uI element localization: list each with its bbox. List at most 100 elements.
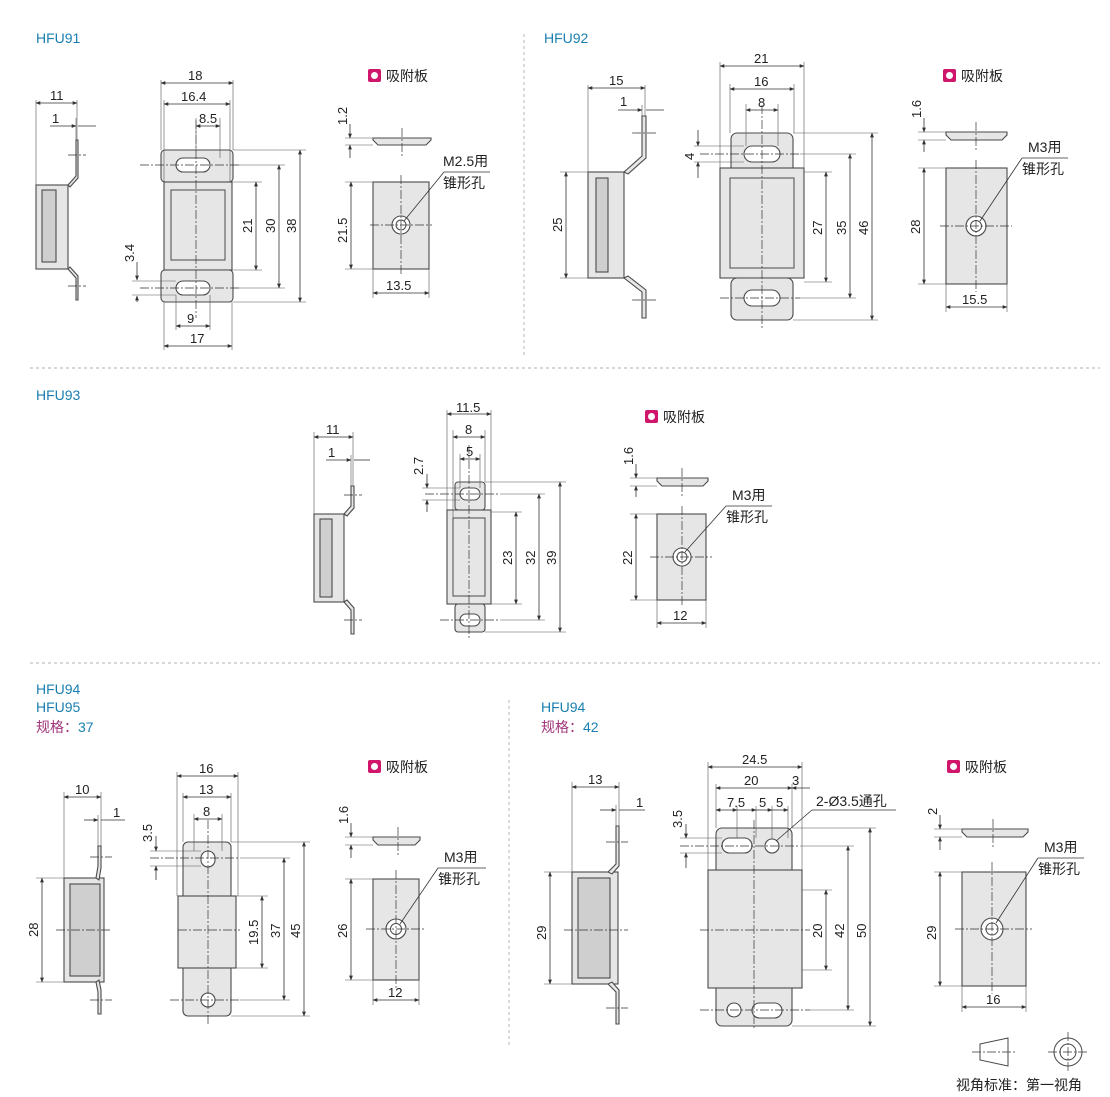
dim-text: 1 [620, 94, 627, 109]
front-view: 16 13 8 3.5 19.5 37 45 [140, 761, 310, 1024]
spec-value: 42 [583, 719, 599, 735]
dim-text: 15 [609, 73, 623, 88]
dim-text: 24.5 [742, 752, 767, 767]
section-hfu93: HFU93 11 1 [36, 387, 772, 640]
plate-view: 吸附板 1.2 M2.5用 锥形孔 21.5 13.5 [335, 68, 490, 298]
dim-text: 29 [534, 926, 549, 940]
dim-text: 28 [26, 923, 41, 937]
model-label: HFU93 [36, 387, 81, 403]
dim-text: 1 [52, 111, 59, 126]
dim-text: 16.4 [181, 89, 206, 104]
spec-line: 规格：42 [541, 719, 599, 735]
front-view: 24.5 20 3 7.5 5 5 2-Ø3.5通孔 3.5 [670, 752, 896, 1030]
dim-text: 18 [188, 68, 202, 83]
side-view: 13 1 29 [534, 772, 645, 1025]
dim-text: 3.5 [670, 810, 685, 828]
side-view: 10 1 28 [26, 782, 125, 1015]
hole-label: M2.5用 [443, 153, 488, 169]
dim-text: 13 [588, 772, 602, 787]
dim-text: 3.4 [122, 244, 137, 262]
dim-text: 2.7 [411, 457, 426, 475]
dim-text: 2 [925, 808, 940, 815]
dim-text: 5 [759, 795, 766, 810]
dim-text: 10 [75, 782, 89, 797]
plate-marker-dot [946, 72, 953, 79]
dim-text: 21 [754, 51, 768, 66]
dim-text: 8.5 [199, 111, 217, 126]
plate-marker-dot [950, 763, 957, 770]
section-hfu92: HFU92 15 1 25 [544, 30, 1068, 330]
plate-label: 吸附板 [961, 68, 1003, 84]
dim-text: 11 [50, 88, 64, 103]
dim-text: 8 [203, 804, 210, 819]
dim-text: 27 [810, 221, 825, 235]
front-view: 21 16 8 4 27 35 46 [682, 51, 878, 330]
dim-text: 20 [744, 773, 758, 788]
dim-text: 3 [792, 773, 799, 788]
spec-label: 规格： [541, 719, 583, 735]
model-label: HFU92 [544, 30, 589, 46]
dim-text: 4 [682, 153, 697, 160]
dim-text: 7.5 [727, 795, 745, 810]
section-hfu94-hfu95: HFU94 HFU95 规格：37 10 1 28 [26, 681, 486, 1024]
dim-text: 29 [924, 926, 939, 940]
dim-text: 46 [856, 221, 871, 235]
spec-value: 37 [78, 719, 94, 735]
dim-text: 13 [199, 782, 213, 797]
plate-view: 吸附板 1.6 M3用 锥形孔 22 12 [620, 409, 772, 628]
dim-text: 16 [986, 992, 1000, 1007]
plate-marker-dot [371, 763, 378, 770]
plate-view: 吸附板 1.6 M3用 锥形孔 26 12 [335, 759, 486, 1005]
dim-text: 1 [113, 805, 120, 820]
dim-text: 16 [199, 761, 213, 776]
dim-text: 17 [190, 331, 204, 346]
dim-text: 1 [636, 795, 643, 810]
dim-text: 42 [832, 924, 847, 938]
dim-text: 1.6 [909, 100, 924, 118]
dim-text: 37 [268, 924, 283, 938]
model-label: HFU94 [541, 699, 586, 715]
dim-text: 11 [326, 422, 340, 437]
spec-line: 规格：37 [36, 719, 94, 735]
dim-text: 23 [500, 551, 515, 565]
dim-text: 3.5 [140, 824, 155, 842]
spec-label: 规格： [36, 719, 78, 735]
plate-label: 吸附板 [663, 409, 705, 425]
dim-text: 16 [754, 74, 768, 89]
dim-text: 9 [187, 311, 194, 326]
dim-text: 1.6 [336, 806, 351, 824]
dim-text: 25 [550, 218, 565, 232]
dim-text: 21.5 [335, 218, 350, 243]
dim-text: 19.5 [246, 920, 261, 945]
dim-text: 30 [263, 219, 278, 233]
dim-text: 35 [834, 221, 849, 235]
dim-text: 21 [240, 219, 255, 233]
front-view: 11.5 8 5 2.7 23 32 39 [411, 400, 566, 640]
dim-text: 1 [328, 445, 335, 460]
hole-label: 锥形孔 [726, 509, 768, 525]
hole-label: 锥形孔 [1022, 161, 1064, 177]
dim-text: 1.6 [621, 447, 636, 465]
dim-text: 15.5 [962, 292, 987, 307]
dim-text: 12 [388, 985, 402, 1000]
hole-label: M3用 [732, 487, 765, 503]
hole-label: M3用 [1028, 139, 1061, 155]
plate-marker-dot [648, 413, 655, 420]
side-view: 11 1 [313, 422, 370, 635]
dim-text: 8 [758, 95, 765, 110]
plate-marker-dot [371, 72, 378, 79]
hole-label: M3用 [1044, 839, 1077, 855]
dim-text: 22 [620, 551, 635, 565]
dim-text: 26 [335, 924, 350, 938]
model-label: HFU94 [36, 681, 81, 697]
front-view: 18 16.4 8.5 3.4 21 30 38 [122, 68, 306, 350]
plate-view: 吸附板 2 M3用 锥形孔 29 16 [924, 759, 1084, 1012]
plate-label: 吸附板 [386, 68, 428, 84]
through-hole-label: 2-Ø3.5通孔 [816, 793, 887, 809]
dim-text: 8 [465, 422, 472, 437]
projection-legend: 视角标准：第一视角 [956, 1032, 1088, 1093]
side-view: 15 1 25 [550, 73, 664, 319]
dim-text: 13.5 [386, 278, 411, 293]
cone-front-icon [1048, 1032, 1088, 1072]
